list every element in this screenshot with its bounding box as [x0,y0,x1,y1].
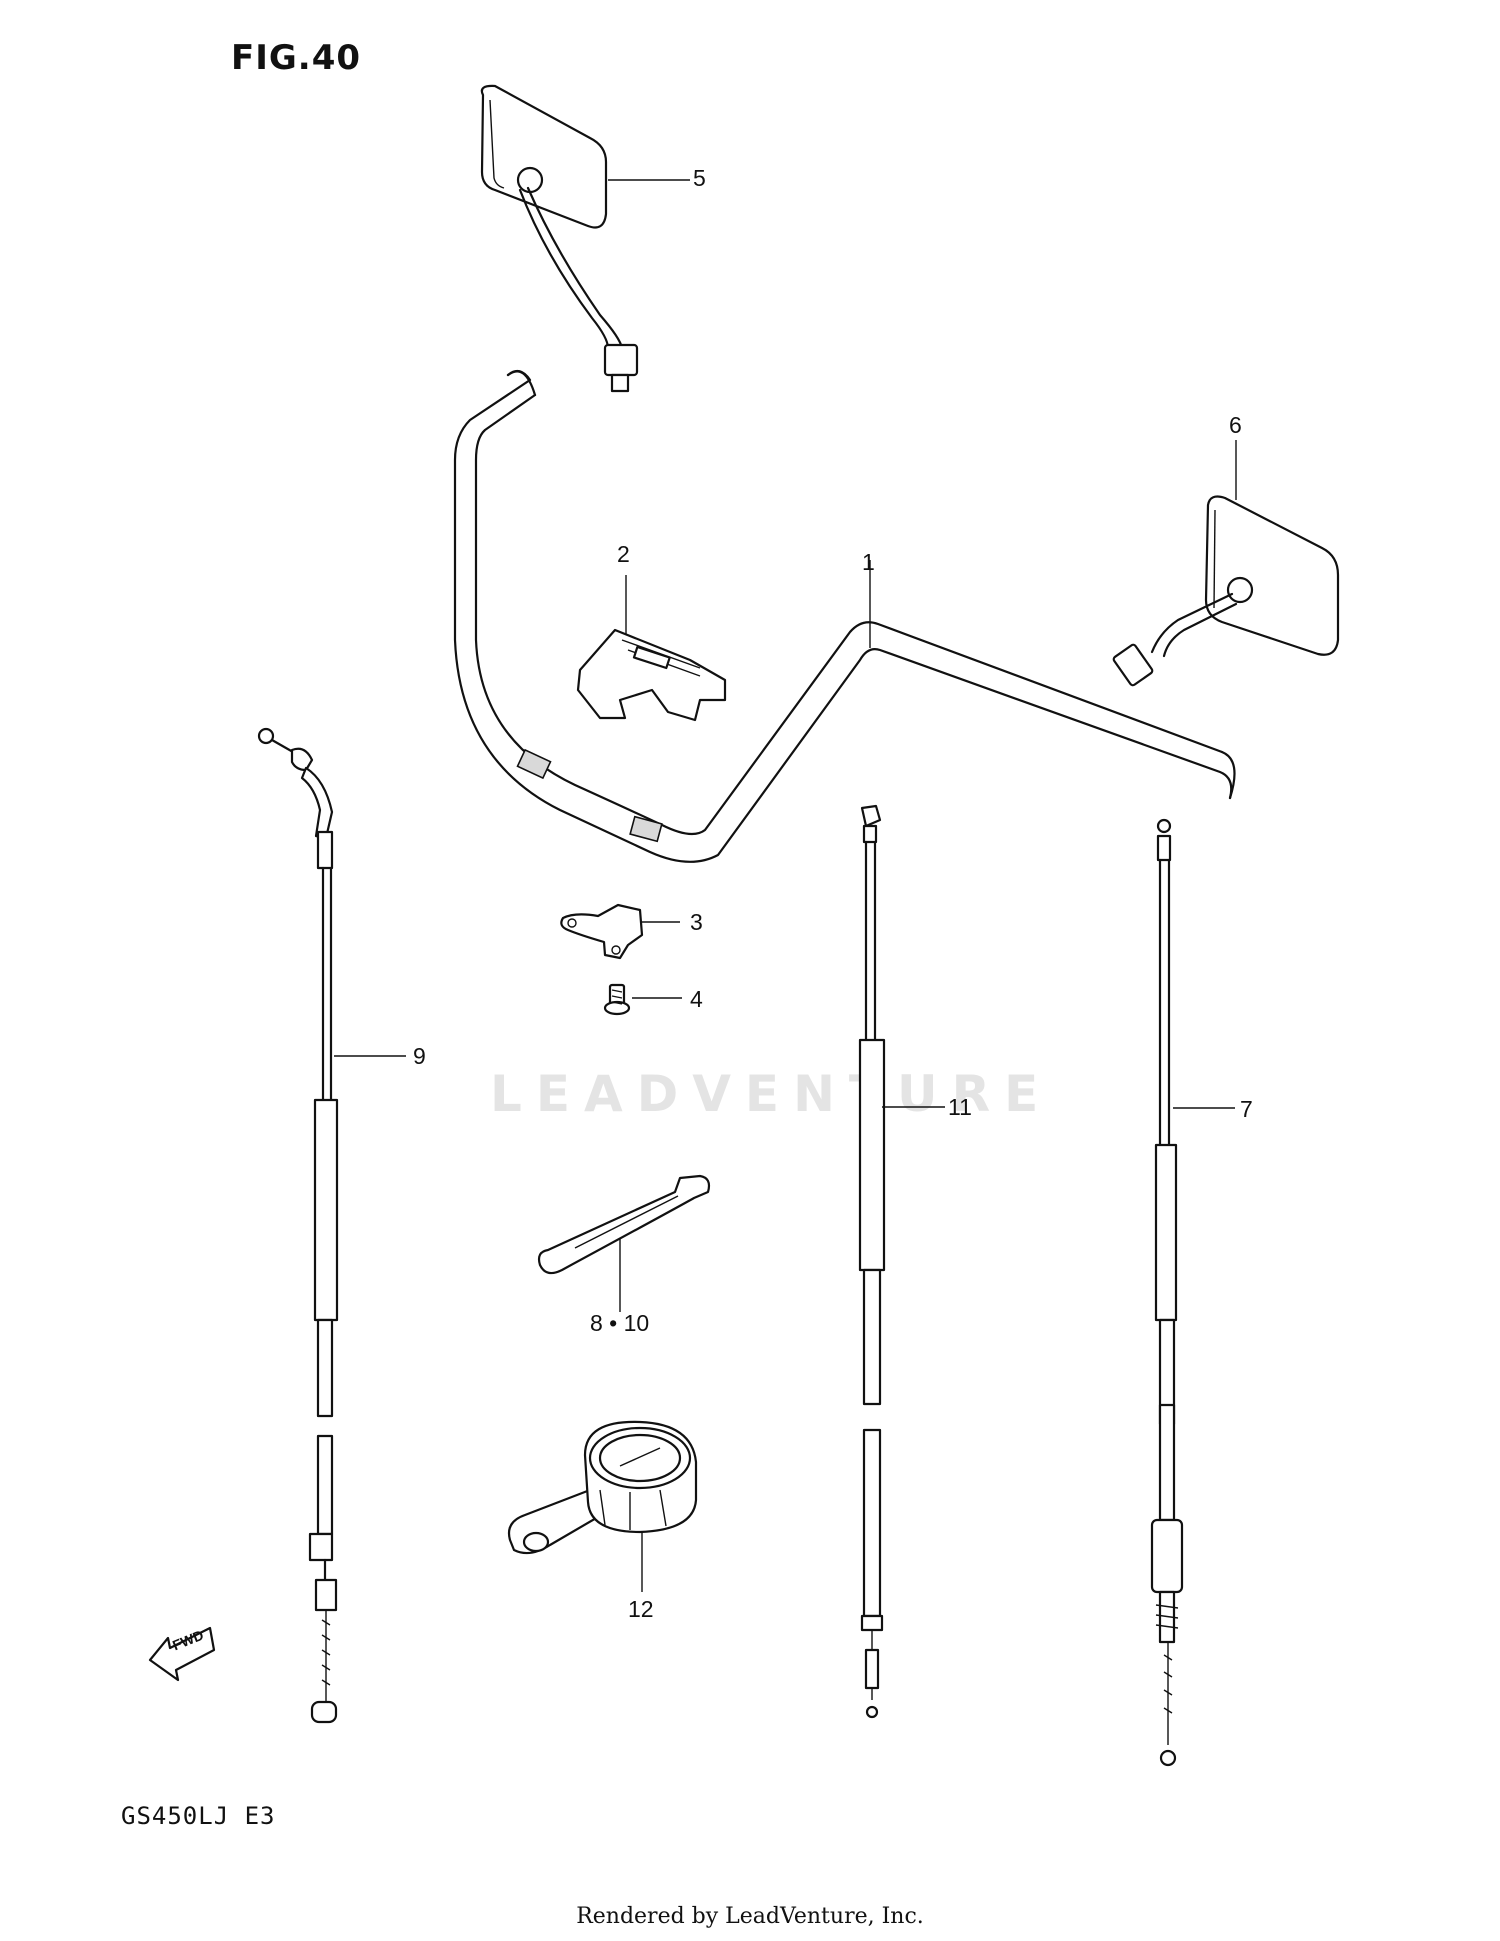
screw [603,983,631,1016]
mirror-right [1112,495,1340,687]
callout-9: 9 [413,1043,426,1069]
model-code: GS450LJ E3 [121,1802,276,1830]
figure-title: FIG.40 [231,38,362,78]
callout-8-10: 8 • 10 [590,1310,650,1336]
callout-11: 11 [948,1094,972,1120]
handlebar-clamp [576,628,727,722]
callout-1: 1 [862,549,875,575]
fwd-arrow [148,1626,216,1682]
mirror-left [480,84,639,393]
cable-middle [858,804,886,1719]
handlebar [453,369,1236,863]
footer-credit: Rendered by LeadVenture, Inc. [576,1904,924,1929]
watermark: LEADVENTURE [490,1065,1053,1123]
callout-7: 7 [1240,1096,1253,1122]
callout-3: 3 [690,909,703,935]
cable-band [537,1174,711,1275]
cable-guide-bracket [560,903,644,960]
callout-4: 4 [690,986,703,1012]
callout-5: 5 [693,165,706,191]
callout-6: 6 [1229,412,1242,438]
tachometer [507,1420,698,1555]
callout-2: 2 [617,541,630,567]
cable-right [1150,818,1184,1767]
cable-left [257,727,339,1724]
callout-12: 12 [628,1596,654,1622]
